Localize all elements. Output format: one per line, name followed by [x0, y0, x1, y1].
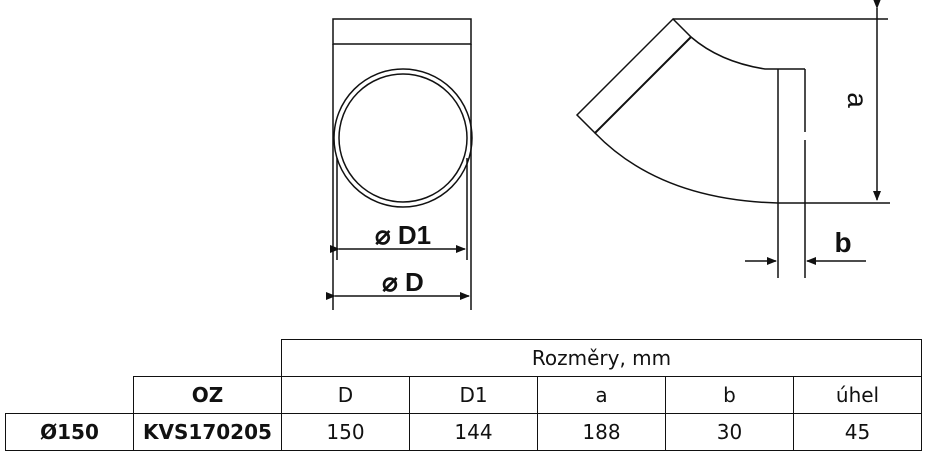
cell-b: 30 [665, 413, 794, 451]
label-d1: ⌀ D1 [375, 220, 431, 250]
label-d: ⌀ D [382, 267, 424, 297]
cell-d1: 144 [409, 413, 538, 451]
group-header-row: Rozměry, mm [6, 339, 922, 377]
cell-uhel: 45 [793, 413, 922, 451]
cell-oz: KVS170205 [133, 413, 282, 451]
label-a: a [842, 92, 873, 108]
cell-size: Ø150 [5, 413, 134, 451]
column-header-row: OZ D D1 a b úhel [6, 376, 922, 414]
technical-drawing: ⌀ D1 ⌀ D a b [326, 0, 890, 310]
col-header-d: D [281, 376, 410, 414]
front-view [326, 18, 473, 310]
col-header-d1: D1 [409, 376, 538, 414]
col-header-b: b [665, 376, 794, 414]
cell-d: 150 [281, 413, 410, 451]
dimensions-table: Rozměry, mm OZ D D1 a b úhel Ø150 KVS170… [5, 339, 922, 451]
col-header-a: a [537, 376, 666, 414]
cell-a: 188 [537, 413, 666, 451]
table-row: Ø150 KVS170205 150 144 188 30 45 [5, 413, 922, 451]
side-view [575, 0, 890, 278]
group-header: Rozměry, mm [281, 339, 922, 377]
col-header-uhel: úhel [793, 376, 922, 414]
col-header-oz: OZ [133, 376, 282, 414]
label-b: b [834, 227, 851, 258]
